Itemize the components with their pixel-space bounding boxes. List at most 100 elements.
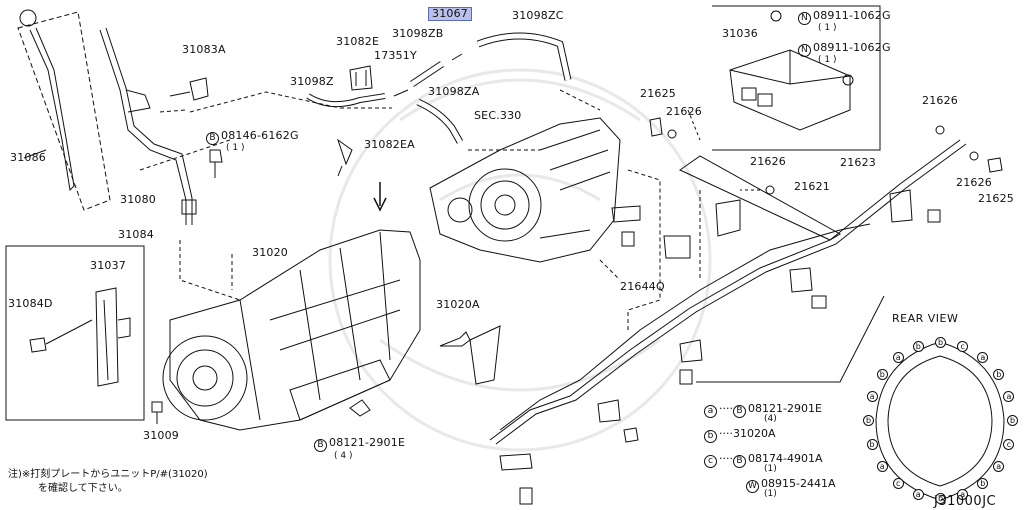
clamps-right (789, 189, 913, 293)
connector-17351y (393, 53, 463, 97)
circle-b-symbol: B (206, 132, 219, 145)
label-31086[interactable]: 31086 (10, 151, 46, 164)
rear-view-bolt-marker[interactable]: b (912, 340, 924, 352)
bolt-31020a (439, 331, 471, 347)
legend-part-number[interactable]: 08915-2441A (761, 477, 836, 490)
label-21644q[interactable]: 21644Q (620, 280, 665, 293)
label-31082ea[interactable]: 31082EA (364, 138, 415, 151)
label-31009[interactable]: 31009 (143, 429, 179, 442)
label-31036[interactable]: 31036 (722, 27, 758, 40)
label-08911-1-qty: ( 1 ) (818, 23, 837, 33)
legend-dots: ···· (719, 427, 733, 440)
label-31084d[interactable]: 31084D (8, 297, 53, 310)
rear-view-bolt-marker[interactable]: b (993, 369, 1005, 381)
rear-view-bolt-marker[interactable]: a (912, 489, 924, 501)
bolt-21625-right (987, 157, 1003, 173)
bracket-lower-left (469, 325, 501, 385)
label-31098z[interactable]: 31098Z (290, 75, 334, 88)
rear-view-bolt-marker[interactable]: b (876, 369, 888, 381)
label-21623[interactable]: 21623 (840, 156, 876, 169)
legend-part-number[interactable]: 08121-2901E (748, 402, 822, 415)
rear-view-bolt-marker[interactable]: c (1003, 439, 1015, 451)
screw-31084d (29, 319, 93, 353)
hose-31098z (306, 93, 386, 108)
legend-part-number[interactable]: 31020A (733, 427, 776, 440)
dipstick-dash-outline (17, 11, 111, 211)
note-line-2: を確認して下さい。 (38, 483, 128, 494)
filler-tube-31080 (99, 27, 197, 225)
rear-view-bolt-marker[interactable]: c (892, 478, 904, 490)
rear-view-title: REAR VIEW (892, 312, 959, 325)
rear-view-bolt-marker[interactable]: a (1003, 390, 1015, 402)
label-sec330[interactable]: SEC.330 (474, 109, 522, 122)
label-21626-mid[interactable]: 21626 (750, 155, 786, 168)
washer-21626-right (969, 151, 979, 161)
legend-dots: ···· (719, 402, 733, 415)
rear-view-bolt-marker[interactable]: b (935, 337, 946, 348)
rear-view-bolt-marker[interactable]: a (876, 460, 888, 472)
legend-key: c (704, 455, 717, 468)
label-31020[interactable]: 31020 (252, 246, 288, 259)
legend-part-number[interactable]: 08174-4901A (748, 452, 823, 465)
rear-view-bolt-marker[interactable]: a (866, 390, 878, 402)
bolts-misc (519, 209, 941, 505)
diagram-code: J31000JC (934, 494, 997, 509)
label-08146-text: 08146-6162G (221, 129, 299, 142)
label-21625-right[interactable]: 21625 (978, 192, 1014, 205)
label-31098zb[interactable]: 31098ZB (392, 27, 444, 40)
label-08146-qty: ( 1 ) (226, 143, 245, 153)
rear-view-bolt-marker[interactable]: c (957, 340, 969, 352)
label-31080[interactable]: 31080 (120, 193, 156, 206)
label-21626-left[interactable]: 21626 (666, 105, 702, 118)
label-08121-text: 08121-2901E (329, 436, 406, 449)
brackets-21644q (611, 199, 741, 259)
label-21621[interactable]: 21621 (794, 180, 830, 193)
label-31067-highlighted[interactable]: 31067 (428, 7, 472, 21)
rear-view-bolt-marker[interactable]: b (863, 415, 874, 426)
label-31037[interactable]: 31037 (90, 259, 126, 272)
label-21626-right[interactable]: 21626 (956, 176, 992, 189)
nut-08911-top (770, 10, 782, 22)
clip-31082ea (337, 138, 353, 177)
label-21626-right-top[interactable]: 21626 (922, 94, 958, 107)
label-31098za[interactable]: 31098ZA (428, 85, 480, 98)
rear-view-bolt-marker[interactable]: a (993, 460, 1005, 472)
clamp-lower (499, 453, 533, 471)
rear-view-bolt-marker[interactable]: b (977, 478, 989, 490)
label-31083a[interactable]: 31083A (182, 43, 226, 56)
label-31082e[interactable]: 31082E (336, 35, 380, 48)
label-08911-2-text: 08911-1062G (813, 41, 891, 54)
rear-view-bolt-marker[interactable]: b (935, 493, 946, 504)
pipe-bracket-top (679, 155, 841, 241)
label-08121-qty: ( 4 ) (334, 451, 353, 461)
label-08911-2-qty: ( 1 ) (818, 55, 837, 65)
inset-box-31036 (712, 5, 881, 151)
label-21625-left[interactable]: 21625 (640, 87, 676, 100)
washer-21626-mid (765, 185, 775, 195)
rear-view-bolt-marker[interactable]: a (957, 489, 969, 501)
hose-31098zc (476, 32, 572, 81)
rear-view-bolt-marker[interactable]: a (892, 351, 904, 363)
label-31084[interactable]: 31084 (118, 228, 154, 241)
washer-21626-right-top (935, 125, 945, 135)
label-31098zc[interactable]: 31098ZC (512, 9, 564, 22)
label-17351y[interactable]: 17351Y (374, 49, 417, 62)
label-08911-1-text: 08911-1062G (813, 9, 891, 22)
bolt-08146 (209, 149, 223, 178)
rear-view-bolt-marker[interactable]: b (1007, 415, 1018, 426)
bolt-21625-left (649, 117, 663, 137)
legend-qty: (4) (764, 414, 777, 424)
label-31020a[interactable]: 31020A (436, 298, 480, 311)
rear-view-bolt-marker[interactable]: b (866, 439, 878, 451)
legend-qty: (1) (764, 464, 777, 474)
clip-31082e (349, 65, 373, 91)
washer-21626-left (667, 129, 677, 139)
rear-view-bolt-marker[interactable]: a (977, 351, 989, 363)
circle-n-symbol-2: N (798, 44, 811, 57)
hose-31098za (416, 98, 464, 144)
